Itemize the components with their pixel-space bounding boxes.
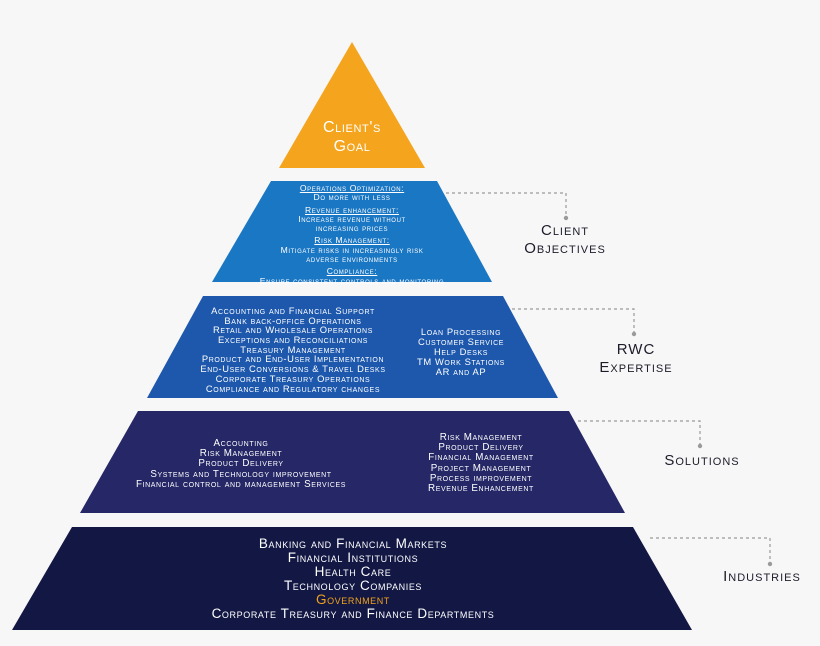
- expertise-left-item: Bank back-office Operations: [224, 314, 362, 326]
- label-solutions: Solutions: [642, 452, 762, 470]
- objectives-text-3b: adverse environments: [306, 253, 398, 264]
- label-industries: Industries: [706, 568, 818, 586]
- solutions-left-list: Accounting Risk Management Product Deliv…: [100, 438, 382, 490]
- label-expertise-line-1: RWC: [616, 341, 656, 358]
- tier-industries-shape: [12, 527, 692, 630]
- tier-expertise-shape: [147, 296, 558, 398]
- apex-text: Client's Goal: [292, 118, 412, 156]
- expertise-right-item: TM Work Stations: [417, 355, 505, 367]
- industries-list: Banking and Financial Markets Financial …: [100, 536, 606, 622]
- solutions-right-list: Risk Management Product Delivery Financi…: [402, 432, 560, 494]
- connector-dot-industries: [767, 561, 773, 567]
- objectives-text: Operations Optimization: Do more with le…: [232, 183, 472, 286]
- expertise-left-item: Treasury Management: [240, 343, 346, 355]
- label-expertise-line-2: Expertise: [599, 359, 673, 376]
- connector-expertise: [512, 308, 635, 332]
- expertise-right-item: AR and AP: [435, 365, 487, 377]
- connector-dot-objectives: [563, 215, 569, 221]
- objectives-text-1: Do more with less: [313, 192, 391, 203]
- expertise-left-item: Compliance and Regulatory changes: [205, 382, 381, 394]
- solutions-left-item: Financial control and management Service…: [135, 478, 347, 490]
- solutions-right-item: Process improvement: [429, 472, 533, 484]
- connector-solutions: [578, 420, 701, 444]
- objectives-text-2: Increase revenue without: [298, 213, 406, 224]
- tier-solutions-shape: [80, 411, 625, 513]
- solutions-right-item: Product Delivery: [438, 442, 524, 454]
- objectives-heading-1: Operations Optimization:: [299, 183, 405, 193]
- label-objectives-line-1: Client: [540, 222, 589, 239]
- solutions-left-item: Risk Management: [199, 448, 283, 460]
- solutions-right-item: Risk Management: [439, 432, 523, 443]
- industries-item: Banking and Financial Markets: [258, 536, 448, 551]
- expertise-left-item: Retail and Wholesale Operations: [213, 324, 373, 336]
- expertise-left-item: Corporate Treasury Operations: [215, 372, 371, 384]
- expertise-left-item: Product and End-User Implementation: [201, 353, 385, 365]
- tier-objectives-shape: [212, 181, 492, 282]
- label-objectives-line-2: Objectives: [524, 240, 606, 257]
- solutions-left-item: Accounting: [213, 438, 269, 449]
- objectives-text-4: Ensure consistent controls and monitorin…: [259, 275, 445, 286]
- apex-line-2: Goal: [333, 138, 371, 156]
- label-rwc-expertise: RWC Expertise: [576, 341, 696, 377]
- expertise-left-item: End-User Conversions & Travel Desks: [200, 363, 386, 375]
- industries-item-highlighted: Government: [315, 592, 390, 608]
- solutions-left-item: Product Delivery: [198, 458, 284, 470]
- expertise-left-item: Exceptions and Reconciliations: [217, 334, 369, 346]
- solutions-right-item: Revenue Enhancement: [428, 482, 534, 494]
- objectives-text-2b: increasing prices: [315, 223, 389, 234]
- objectives-text-3: Mitigate risks in increasingly risk: [280, 244, 424, 255]
- connector-dot-expertise: [631, 331, 637, 337]
- solutions-right-item: Financial Management: [428, 452, 534, 464]
- objectives-heading-4: Compliance:: [326, 266, 378, 277]
- apex-line-1: Client's: [323, 119, 381, 136]
- industries-item: Health Care: [314, 564, 392, 580]
- connector-objectives: [446, 192, 567, 216]
- solutions-left-item: Systems and Technology improvement: [150, 468, 332, 480]
- label-solutions-text: Solutions: [664, 452, 740, 469]
- expertise-right-item: Customer Service: [417, 335, 505, 347]
- connector-industries: [650, 537, 771, 562]
- apex-triangle: [279, 42, 425, 168]
- industries-item: Corporate Treasury and Finance Departmen…: [211, 606, 495, 622]
- industries-item: Technology Companies: [283, 578, 423, 594]
- expertise-left-item: Accounting and Financial Support: [211, 305, 375, 316]
- label-industries-text: Industries: [723, 568, 801, 585]
- objectives-heading-2: Revenue enhancement:: [305, 204, 399, 215]
- expertise-right-list: Loan Processing Customer Service Help De…: [402, 327, 520, 376]
- solutions-right-item: Project Management: [430, 462, 532, 474]
- label-client-objectives: Client Objectives: [500, 222, 630, 258]
- industries-item: Financial Institutions: [287, 550, 419, 566]
- expertise-right-item: Loan Processing: [420, 326, 502, 337]
- expertise-left-list: Accounting and Financial Support Bank ba…: [186, 306, 400, 393]
- objectives-heading-3: Risk Management:: [314, 235, 390, 246]
- expertise-right-item: Help Desks: [433, 345, 489, 357]
- connector-dot-solutions: [697, 443, 703, 449]
